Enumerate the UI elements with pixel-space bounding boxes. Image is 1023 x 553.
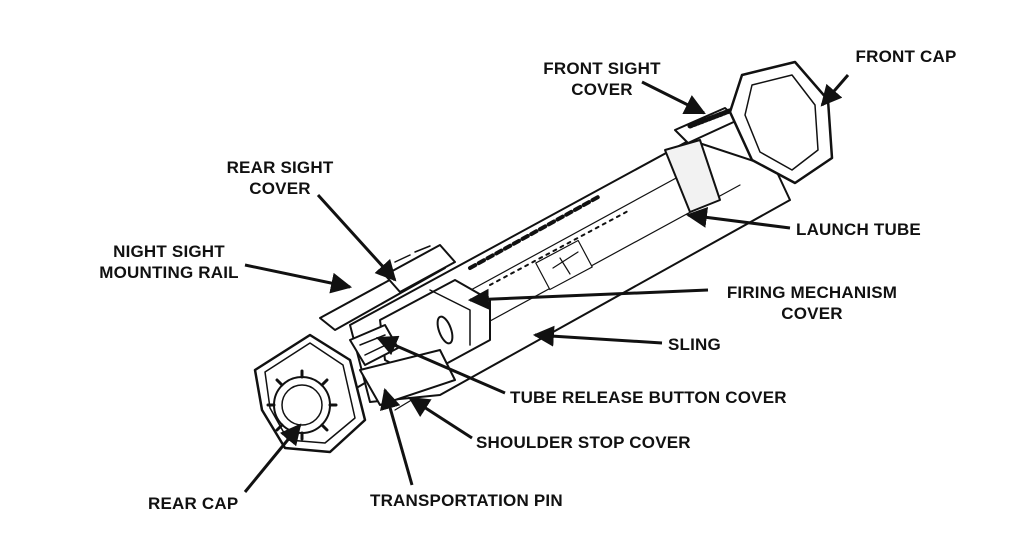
label-transportation-pin: TRANSPORTATION PIN — [370, 491, 563, 510]
label-shoulder-stop-cover: SHOULDER STOP COVER — [476, 433, 691, 452]
front-cap — [728, 60, 834, 185]
arrow-launch-tube — [685, 206, 791, 230]
label-night-sight-mounting-rail: NIGHT SIGHT MOUNTING RAIL — [99, 242, 239, 282]
label-tube-release-button-cover: TUBE RELEASE BUTTON COVER — [510, 388, 787, 407]
tube-markings — [468, 194, 631, 291]
firing-mechanism — [379, 279, 491, 379]
label-firing-mechanism-cover: FIRING MECHANISM COVER — [726, 283, 898, 323]
arrow-rear-sight-cover — [316, 193, 397, 282]
arrow-night-sight-rail — [244, 263, 353, 294]
arrow-sling — [532, 325, 663, 347]
arrow-front-cap — [820, 74, 850, 107]
label-sling: SLING — [668, 335, 721, 354]
label-launch-tube: LAUNCH TUBE — [796, 220, 921, 239]
arrow-front-sight-cover — [641, 80, 706, 115]
arrow-rear-cap — [243, 423, 302, 493]
arrow-firing-mechanism — [467, 288, 709, 310]
label-rear-cap: REAR CAP — [148, 494, 239, 513]
label-front-sight-cover: FRONT SIGHT COVER — [543, 59, 661, 99]
arrow-tube-release — [376, 335, 506, 395]
arrow-shoulder-stop — [408, 396, 473, 440]
arrow-transportation-pin — [380, 387, 414, 486]
label-rear-sight-cover: REAR SIGHT COVER — [226, 158, 334, 198]
label-front-cap: FRONT CAP — [855, 47, 957, 66]
